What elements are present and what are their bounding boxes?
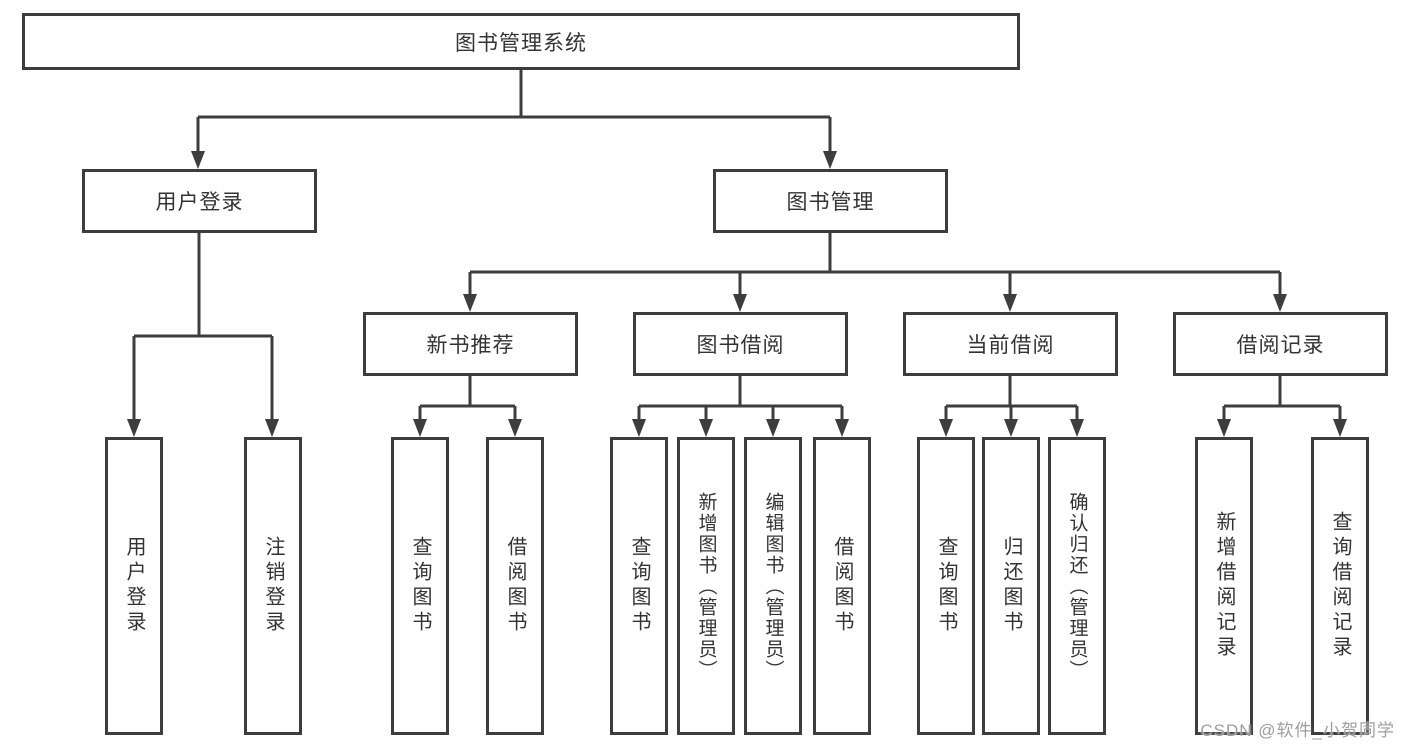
arrowhead-down-icon — [1070, 419, 1084, 437]
arrowhead-down-icon — [823, 151, 837, 169]
node-current-borrowing: 当前借阅 — [903, 312, 1118, 376]
leaf-confirm-return-admin: 确认归还（管理员） — [1048, 437, 1106, 735]
node-label: 图书管理系统 — [455, 31, 587, 55]
arrowhead-down-icon — [835, 419, 849, 437]
node-label: 用户登录 — [123, 536, 145, 636]
connector-current-borrow-to-children — [944, 376, 1079, 424]
node-label: 借阅记录 — [1236, 334, 1325, 357]
arrowhead-down-icon — [508, 419, 522, 437]
leaf-add-books-admin: 新增图书（管理员） — [677, 437, 735, 735]
connector-book-management-to-level3 — [468, 233, 1282, 298]
node-label: 查询图书 — [935, 536, 957, 636]
arrowhead-down-icon — [1004, 419, 1018, 437]
arrowhead-down-icon — [733, 294, 747, 312]
node-label: 新增图书（管理员） — [695, 491, 717, 681]
arrowhead-down-icon — [413, 419, 427, 437]
node-label: 新书推荐 — [426, 334, 515, 357]
leaf-query-books-current: 查询图书 — [917, 437, 975, 735]
arrowhead-down-icon — [1333, 419, 1347, 437]
node-label: 借阅图书 — [504, 536, 526, 636]
node-label: 注销登录 — [262, 536, 284, 636]
connector-user-login-to-children — [132, 233, 274, 424]
arrowhead-down-icon — [463, 294, 477, 312]
leaf-logout: 注销登录 — [244, 437, 302, 735]
leaf-borrow-books: 借阅图书 — [813, 437, 871, 735]
arrowhead-down-icon — [191, 151, 205, 169]
arrowhead-down-icon — [632, 419, 646, 437]
node-label: 确认归还（管理员） — [1066, 491, 1088, 681]
connector-new-book-to-children — [418, 376, 517, 424]
connector-book-borrow-to-children — [637, 376, 844, 424]
node-label: 查询图书 — [628, 536, 650, 636]
node-book-borrowing: 图书借阅 — [633, 312, 848, 376]
arrowhead-down-icon — [127, 419, 141, 437]
node-new-book-recommendation: 新书推荐 — [363, 312, 578, 376]
arrowhead-down-icon — [1003, 294, 1017, 312]
node-label: 归还图书 — [1000, 536, 1022, 636]
arrowhead-down-icon — [1217, 419, 1231, 437]
leaf-query-books-recommend: 查询图书 — [391, 437, 449, 735]
node-label: 用户登录 — [155, 191, 244, 214]
arrowhead-down-icon — [1273, 294, 1287, 312]
node-label: 新增借阅记录 — [1213, 511, 1235, 661]
node-label: 图书借阅 — [696, 334, 785, 357]
connector-root-to-level2 — [196, 69, 832, 154]
node-label: 查询借阅记录 — [1329, 511, 1351, 661]
node-book-management: 图书管理 — [713, 169, 948, 233]
node-label: 查询图书 — [409, 536, 431, 636]
node-user-login: 用户登录 — [82, 169, 317, 233]
node-borrowing-records: 借阅记录 — [1173, 312, 1388, 376]
node-label: 借阅图书 — [831, 536, 853, 636]
leaf-return-books: 归还图书 — [982, 437, 1040, 735]
leaf-query-books-borrow: 查询图书 — [610, 437, 668, 735]
arrowhead-down-icon — [939, 419, 953, 437]
node-label: 当前借阅 — [966, 334, 1055, 357]
leaf-add-borrow-record: 新增借阅记录 — [1195, 437, 1253, 735]
node-library-management-system: 图书管理系统 — [22, 13, 1020, 70]
connector-borrow-records-to-children — [1222, 376, 1342, 424]
arrowhead-down-icon — [766, 419, 780, 437]
leaf-edit-books-admin: 编辑图书（管理员） — [744, 437, 802, 735]
leaf-borrow-books-recommend: 借阅图书 — [486, 437, 544, 735]
csdn-watermark: CSDN @软件_小贺同学 — [1200, 721, 1395, 740]
node-label: 编辑图书（管理员） — [762, 491, 784, 681]
arrowhead-down-icon — [699, 419, 713, 437]
node-label: 图书管理 — [786, 191, 875, 214]
arrowhead-down-icon — [265, 419, 279, 437]
leaf-query-borrow-record: 查询借阅记录 — [1311, 437, 1369, 735]
leaf-user-login: 用户登录 — [105, 437, 163, 735]
